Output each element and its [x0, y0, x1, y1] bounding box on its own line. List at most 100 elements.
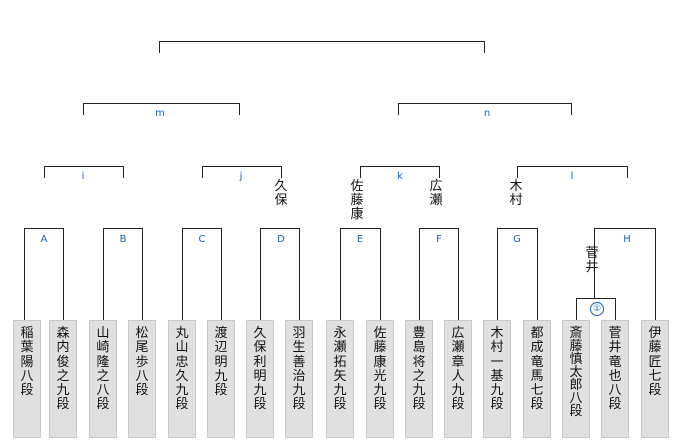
bracket-line [83, 103, 240, 104]
bracket-line [517, 166, 628, 167]
player-box: 斎藤慎太郎八段 [562, 320, 590, 438]
player-box: 山崎隆之八段 [89, 320, 117, 438]
bracket-line [576, 298, 577, 320]
bracket-line [182, 228, 183, 320]
bracket-line [360, 166, 440, 167]
bracket-line [419, 228, 459, 229]
player-name: 森内俊之九段 [56, 326, 70, 413]
bracket-line [281, 166, 282, 178]
winner-name-j: 久保 [274, 179, 288, 208]
player-name: 松尾 歩八段 [135, 326, 162, 399]
bracket-line [571, 103, 572, 115]
bracket-line [221, 228, 222, 320]
player-name: 渡辺 明九段 [214, 326, 241, 399]
player-box: 稲葉 陽八段 [13, 320, 47, 438]
player-name: 佐藤康光九段 [373, 326, 387, 413]
bracket-line [44, 166, 45, 178]
match-label-preliminary: ① [590, 302, 604, 316]
player-name: 久保利明九段 [253, 326, 267, 413]
bracket-line [239, 103, 240, 115]
bracket-line [576, 298, 616, 299]
player-box: 菅井竜也八段 [601, 320, 629, 438]
winner-name-preliminary: 菅井 [585, 246, 599, 275]
player-box: 広瀬章人九段 [444, 320, 472, 438]
match-label-j: j [239, 171, 243, 182]
match-label-m: m [155, 108, 165, 119]
player-name: 木村一基九段 [490, 326, 504, 413]
winner-name-k: 佐藤康 [350, 179, 364, 222]
match-label-f: F [436, 234, 442, 245]
player-name: 都成竜馬七段 [530, 326, 544, 413]
player-box: 松尾 歩八段 [128, 320, 162, 438]
bracket-line [159, 41, 160, 53]
bracket-line [103, 228, 104, 320]
bracket-line [594, 228, 656, 229]
bracket-line [103, 228, 143, 229]
bracket-line [63, 228, 64, 320]
player-box: 久保利明九段 [246, 320, 274, 438]
match-label-b: B [119, 234, 127, 245]
bracket-line [627, 166, 628, 178]
bracket-line [142, 228, 143, 320]
bracket-line [537, 228, 538, 320]
bracket-line [594, 228, 595, 298]
bracket-line [360, 166, 361, 178]
bracket-line [615, 298, 616, 320]
bracket-line [202, 166, 203, 178]
bracket-line [123, 166, 124, 178]
match-label-g: G [513, 234, 521, 245]
bracket-line [439, 166, 440, 178]
bracket-line [340, 228, 341, 320]
player-name: 広瀬章人九段 [451, 326, 465, 413]
winner-name-k-right: 広瀬 [429, 179, 443, 208]
player-box: 都成竜馬七段 [523, 320, 551, 438]
bracket-line [260, 228, 261, 320]
bracket-line [497, 228, 498, 320]
bracket-line [24, 228, 25, 320]
bracket-line [458, 228, 459, 320]
player-box: 羽生善治九段 [285, 320, 313, 438]
bracket-line [517, 166, 518, 178]
player-name: 稲葉 陽八段 [20, 326, 47, 399]
match-label-c: C [198, 234, 206, 245]
bracket-line [44, 166, 124, 167]
bracket-line [497, 228, 538, 229]
player-name: 豊島将之九段 [412, 326, 426, 413]
match-label-h: H [623, 234, 631, 245]
bracket-line [484, 41, 485, 53]
player-box: 木村一基九段 [483, 320, 511, 438]
bracket-line [380, 228, 381, 320]
player-name: 羽生善治九段 [292, 326, 306, 413]
bracket-line [260, 228, 300, 229]
bracket-line [202, 166, 282, 167]
match-label-i: i [81, 171, 85, 182]
bracket-line [655, 228, 656, 320]
player-box: 丸山忠久九段 [168, 320, 196, 438]
bracket-line [159, 41, 485, 42]
bracket-line [299, 228, 300, 320]
match-label-a: A [40, 234, 48, 245]
bracket-line [340, 228, 381, 229]
player-box: 伊藤 匠七段 [641, 320, 675, 438]
player-box: 佐藤康光九段 [366, 320, 394, 438]
winner-name-l: 木村 [509, 179, 523, 208]
match-label-l: l [570, 171, 574, 182]
player-box: 永瀬拓矢九段 [326, 320, 354, 438]
player-name: 丸山忠久九段 [175, 326, 189, 413]
player-name: 菅井竜也八段 [608, 326, 622, 413]
bracket-line [182, 228, 222, 229]
bracket-line [24, 228, 64, 229]
match-label-n: n [483, 108, 491, 119]
player-box: 豊島将之九段 [405, 320, 433, 438]
player-name: 伊藤 匠七段 [648, 326, 675, 399]
bracket-line [419, 228, 420, 320]
player-name: 山崎隆之八段 [96, 326, 110, 413]
player-box: 渡辺 明九段 [207, 320, 241, 438]
match-label-d: D [277, 234, 285, 245]
player-name: 斎藤慎太郎八段 [569, 326, 583, 419]
player-name: 永瀬拓矢九段 [333, 326, 347, 413]
bracket-line [398, 103, 572, 104]
player-box: 森内俊之九段 [49, 320, 77, 438]
match-label-e: E [356, 234, 364, 245]
